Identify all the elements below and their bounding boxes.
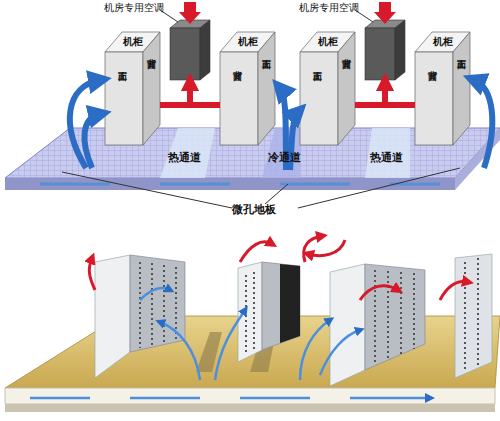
hot-air-flow xyxy=(355,84,385,105)
cabinet-art xyxy=(415,32,470,145)
rack-row xyxy=(365,264,425,370)
cabinet-title: 机柜 xyxy=(310,36,346,47)
cabinet-art xyxy=(220,32,275,145)
ac-front xyxy=(170,28,200,80)
cold-air-arrow xyxy=(70,80,100,168)
hot-air-arrow xyxy=(304,236,322,262)
rack-equipment xyxy=(140,262,176,348)
hot-air-arrow xyxy=(89,258,95,290)
cabinet: 机柜正面 背面 xyxy=(105,30,160,145)
floor-label: 微孔地板 xyxy=(232,202,276,217)
underfloor-airflow xyxy=(40,183,440,186)
rack-end xyxy=(95,255,130,378)
cabinet-title: 机柜 xyxy=(425,36,461,47)
hot-air-arrow xyxy=(240,242,272,262)
hot-aisle-strip xyxy=(160,128,215,178)
aisle-label: 热通道 xyxy=(168,150,201,165)
face-label: 背面 xyxy=(427,64,437,66)
rack-row xyxy=(130,255,185,352)
cold-air-arrow xyxy=(140,288,170,300)
hot-air-flow xyxy=(160,84,190,105)
leader-line xyxy=(62,168,460,208)
cold-air-arrow xyxy=(320,330,360,375)
underfloor-airflow xyxy=(30,397,430,400)
face-label: 正面 xyxy=(117,64,127,66)
cold-air-arrow xyxy=(300,320,330,380)
return-air-arrow xyxy=(374,2,396,24)
hot-air-arrow xyxy=(308,240,345,256)
hot-air-arrow xyxy=(440,282,468,300)
cabinet-front xyxy=(415,52,453,145)
aisle-label: 热通道 xyxy=(370,150,403,165)
cabinet-side xyxy=(338,32,355,145)
floor-slab xyxy=(5,388,495,404)
cabinet-art xyxy=(105,32,160,145)
rack-end xyxy=(330,264,365,386)
face-label: 背面 xyxy=(341,52,351,54)
ac-unit-art xyxy=(170,20,210,80)
rack-row xyxy=(262,262,300,350)
face-label: 正面 xyxy=(312,64,322,66)
cabinet: 机柜背面 正面 xyxy=(220,30,275,145)
ac-side xyxy=(200,20,210,80)
cabinet-side xyxy=(453,32,470,145)
hot-air-flow xyxy=(190,84,220,105)
cabinet-art xyxy=(300,32,355,145)
cabinet-side xyxy=(258,32,275,145)
unit-label: 机房专用空调 xyxy=(84,2,164,13)
rack-end xyxy=(455,254,492,378)
cabinet-title: 机柜 xyxy=(115,36,151,47)
unit-label: 机房专用空调 xyxy=(279,2,359,13)
cabinet: 机柜正面 背面 xyxy=(300,30,355,145)
cabinet-front xyxy=(300,52,338,145)
face-label: 背面 xyxy=(232,64,242,66)
ac-unit: 机房专用空调 xyxy=(365,20,405,80)
return-air-arrow xyxy=(179,2,201,24)
face-label: 背面 xyxy=(146,52,156,54)
hot-air-arrow xyxy=(360,286,398,300)
cold-air-arrow xyxy=(160,322,200,380)
ac-front xyxy=(365,28,395,80)
cabinet-side xyxy=(143,32,160,145)
rack-equipment xyxy=(375,270,414,364)
ac-unit-art xyxy=(280,264,300,343)
cabinet: 机柜背面 正面 xyxy=(415,30,470,145)
ac-unit-art xyxy=(365,20,405,80)
cold-air-arrow xyxy=(215,310,245,380)
aisle-label: 冷通道 xyxy=(268,150,301,165)
face-label: 正面 xyxy=(456,52,466,54)
hot-aisle-strip xyxy=(365,128,410,178)
rack-end xyxy=(238,262,262,362)
cold-air-arrow xyxy=(474,80,492,168)
ac-unit: 机房专用空调 xyxy=(170,20,210,80)
cabinet-title: 机柜 xyxy=(230,36,266,47)
floor-slab-edge xyxy=(5,404,495,412)
cabinet-front xyxy=(220,52,258,145)
floor-edge xyxy=(5,178,455,190)
rack-equipment xyxy=(246,272,254,355)
cold-air-arrow xyxy=(84,114,100,168)
cabinet-front xyxy=(105,52,143,145)
ac-side xyxy=(395,20,405,80)
cold-aisle-strip xyxy=(262,128,302,178)
hot-air-flow xyxy=(385,84,415,105)
face-label: 正面 xyxy=(261,52,271,54)
rack-equipment xyxy=(465,258,478,372)
